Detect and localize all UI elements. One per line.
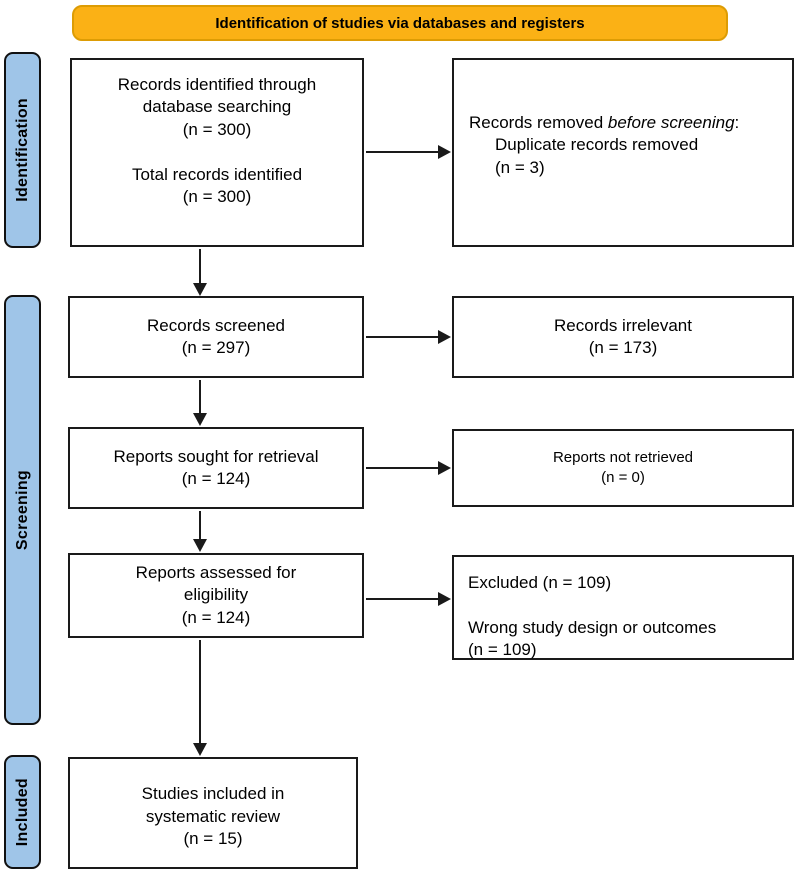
box-line: Reports not retrieved [552, 449, 694, 467]
box-records-removed-before-screening: Records removed before screening: Duplic… [452, 58, 794, 247]
down-arrow-head-icon [193, 283, 207, 296]
box-reports-excluded: Excluded (n = 109) Wrong study design or… [452, 555, 794, 660]
box-line: (n = 297) [181, 338, 251, 357]
right-arrow-line [366, 336, 439, 338]
box-records-identified: Records identified through database sear… [70, 58, 364, 247]
box-line: (n = 173) [588, 338, 658, 357]
phase-label-screening: Screening [13, 469, 31, 551]
box-line: (n = 300) [182, 187, 252, 207]
down-arrow-line [199, 380, 201, 415]
down-arrow-head-icon [193, 743, 207, 756]
box-line: Records removed before screening: [469, 112, 782, 134]
box-line: (n = 124) [181, 469, 251, 488]
down-arrow-head-icon [193, 413, 207, 426]
box-line: Studies included in [141, 784, 285, 804]
box-reports-not-retrieved: Reports not retrieved (n = 0) [452, 429, 794, 507]
down-arrow-head-icon [193, 539, 207, 552]
right-arrow-line [366, 467, 439, 469]
box-line-spacer [72, 141, 362, 163]
phase-bar-screening: Screening [4, 295, 41, 725]
removed-italic-text: before screening [607, 113, 735, 132]
box-line: Duplicate records removed [495, 135, 699, 155]
box-line: (n = 300) [182, 119, 252, 139]
box-line: eligibility [183, 585, 249, 605]
phase-bar-included: Included [4, 755, 41, 869]
right-arrow-head-icon [438, 592, 451, 606]
box-line: Reports sought for retrieval [113, 446, 319, 466]
box-studies-included: Studies included in systematic review (n… [68, 757, 358, 869]
banner-label: Identification of studies via databases … [215, 14, 585, 32]
box-reports-sought: Reports sought for retrieval (n = 124) [68, 427, 364, 509]
box-records-irrelevant: Records irrelevant (n = 173) [452, 296, 794, 378]
box-line: Records screened [147, 315, 285, 335]
down-arrow-line [199, 511, 201, 541]
box-line-spacer [468, 594, 782, 616]
removed-suffix-text: : [734, 113, 740, 132]
phase-label-included: Included [13, 777, 31, 847]
box-line: Wrong study design or outcomes [468, 617, 717, 637]
right-arrow-head-icon [438, 330, 451, 344]
box-line: Reports assessed for [135, 562, 297, 582]
right-arrow-line [366, 598, 439, 600]
box-records-screened: Records screened (n = 297) [68, 296, 364, 378]
box-line: Excluded (n = 109) [468, 573, 612, 592]
removed-prefix-text: Records removed [469, 113, 608, 132]
down-arrow-line [199, 640, 201, 745]
box-line: (n = 3) [495, 157, 545, 177]
right-arrow-head-icon [438, 145, 451, 159]
right-arrow-line [366, 151, 439, 153]
box-line: (n = 109) [468, 640, 537, 660]
down-arrow-line [199, 249, 201, 284]
banner-identification-via-databases: Identification of studies via databases … [72, 5, 728, 41]
phase-label-identification: Identification [13, 98, 31, 202]
box-line: (n = 124) [181, 607, 251, 627]
box-line: Records irrelevant [554, 315, 692, 335]
phase-bar-identification: Identification [4, 52, 41, 248]
box-line: Total records identified [131, 164, 303, 184]
box-line: (n = 0) [601, 469, 645, 486]
box-line: database searching [142, 97, 292, 117]
box-line: systematic review [145, 806, 281, 826]
box-reports-assessed: Reports assessed for eligibility (n = 12… [68, 553, 364, 638]
box-line: (n = 15) [183, 829, 243, 849]
right-arrow-head-icon [438, 461, 451, 475]
box-line: Records identified through [117, 75, 317, 94]
